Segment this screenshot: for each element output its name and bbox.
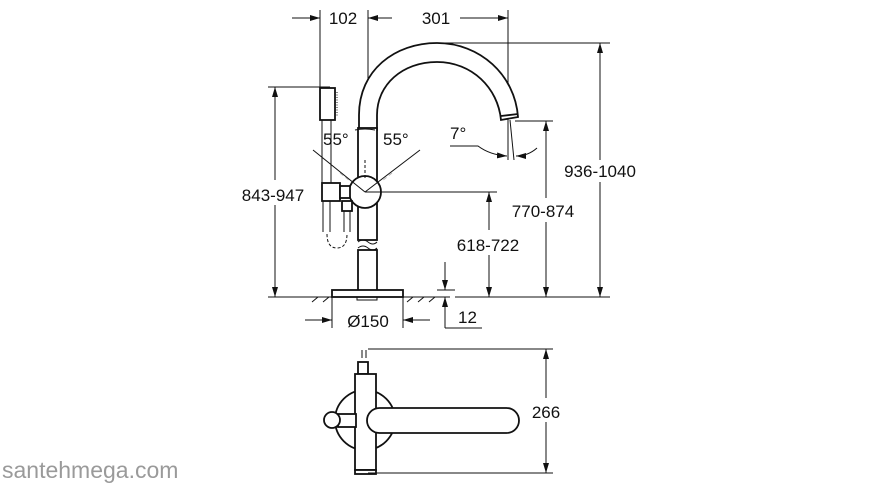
base-plate [331,289,404,298]
dimension-diameter-150: Ø150 [305,297,430,331]
dim-102-label: 102 [329,9,357,28]
dimension-936-1040: 936-1040 [437,42,636,298]
angle-7-label: 7° [450,124,466,143]
dim-770-874-label: 770-874 [512,202,574,221]
dim-266-label: 266 [532,403,560,422]
watermark: santehmega.com [2,457,178,483]
dimension-102: 102 [292,9,392,88]
handshower-knob [323,411,341,429]
dim-12-label: 12 [458,308,477,327]
angle-left-label: 55° [323,130,349,149]
dimension-770-874: 770-874 [512,120,574,297]
spout [358,42,519,131]
dimension-7-degrees: 7° [450,119,538,161]
dimension-618-722: 618-722 [365,191,519,297]
body-pipe-lower [357,249,378,293]
dimension-266: 266 [368,348,560,474]
dim-843-947-label: 843-947 [242,186,304,205]
dim-301-label: 301 [422,9,450,28]
dimension-843-947: 843-947 [242,86,330,297]
top-view: 266 [323,348,560,475]
angle-right-label: 55° [383,130,409,149]
side-view: 102 301 55° 55° [242,9,636,331]
hand-shower [319,87,353,249]
dim-936-1040-label: 936-1040 [564,162,636,181]
spout-top [366,407,520,434]
dim-618-722-label: 618-722 [457,236,519,255]
dimension-12: 12 [437,262,482,329]
dim-150-label: Ø150 [347,312,389,331]
